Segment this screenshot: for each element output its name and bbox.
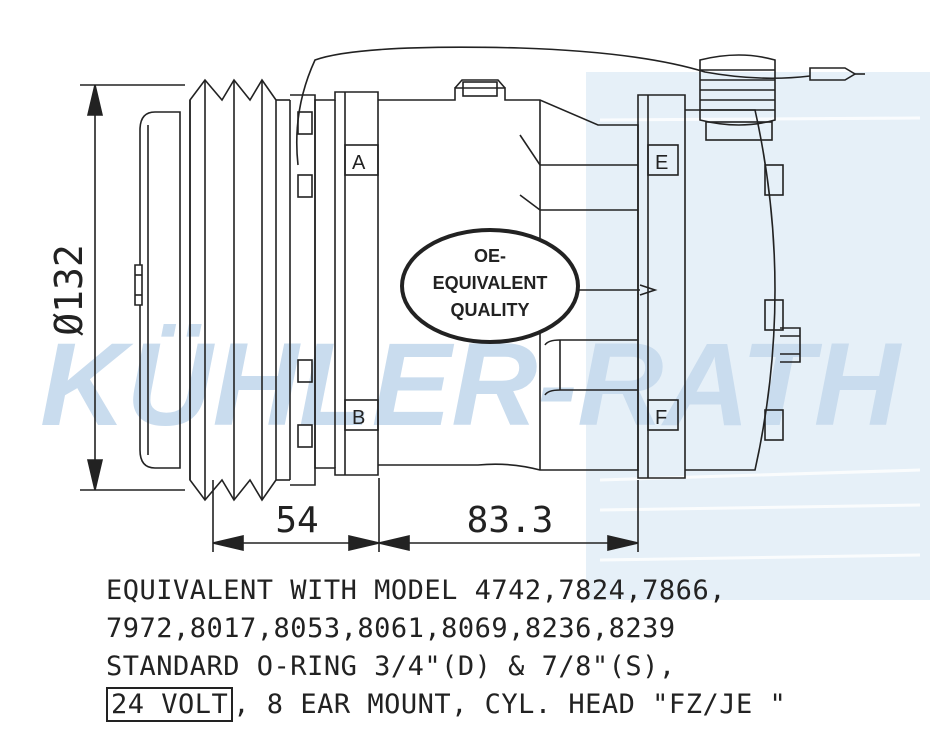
clutch-wire	[295, 46, 811, 166]
diameter-label: Ø132	[47, 244, 91, 336]
port-label-f: F	[655, 407, 667, 429]
watermark-panel	[586, 72, 930, 600]
front-bolt-top	[297, 111, 313, 135]
coil-connector	[699, 54, 776, 126]
badge-line-3: QUALITY	[451, 300, 530, 320]
compressor-body	[378, 87, 639, 471]
compressor-drawing	[134, 46, 865, 502]
port-label-b: B	[352, 407, 365, 429]
voltage-badge: 24 VOLT	[106, 687, 234, 722]
front-bolt-bottom	[297, 424, 313, 448]
spec-line-4: 24 VOLT, 8 EAR MOUNT, CYL. HEAD "FZ/JE "	[106, 687, 787, 722]
spec-line-2: 7972,8017,8053,8061,8069,8236,8239	[106, 613, 676, 644]
length-label-body: 83.3	[467, 500, 554, 541]
spec-line-3: STANDARD O-RING 3/4"(D) & 7/8"(S),	[106, 651, 676, 682]
spec-line-1: EQUIVALENT WITH MODEL 4742,7824,7866,	[106, 575, 726, 606]
port-label-e: E	[655, 152, 668, 174]
oe-quality-badge: OE- EQUIVALENT QUALITY	[400, 228, 580, 344]
badge-line-2: EQUIVALENT	[433, 273, 548, 293]
badge-line-1: OE-	[474, 246, 506, 266]
length-label-pulley: 54	[275, 500, 318, 541]
rear-ear-flange	[637, 94, 686, 479]
spec-line-4-rest: , 8 EAR MOUNT, CYL. HEAD "FZ/JE "	[233, 689, 787, 720]
rear-head	[685, 109, 776, 471]
length-dimensions	[212, 478, 639, 552]
port-label-a: A	[352, 152, 366, 174]
clutch-plate	[139, 111, 181, 469]
diameter-dimension	[80, 84, 185, 491]
front-ear-flange	[314, 91, 379, 476]
